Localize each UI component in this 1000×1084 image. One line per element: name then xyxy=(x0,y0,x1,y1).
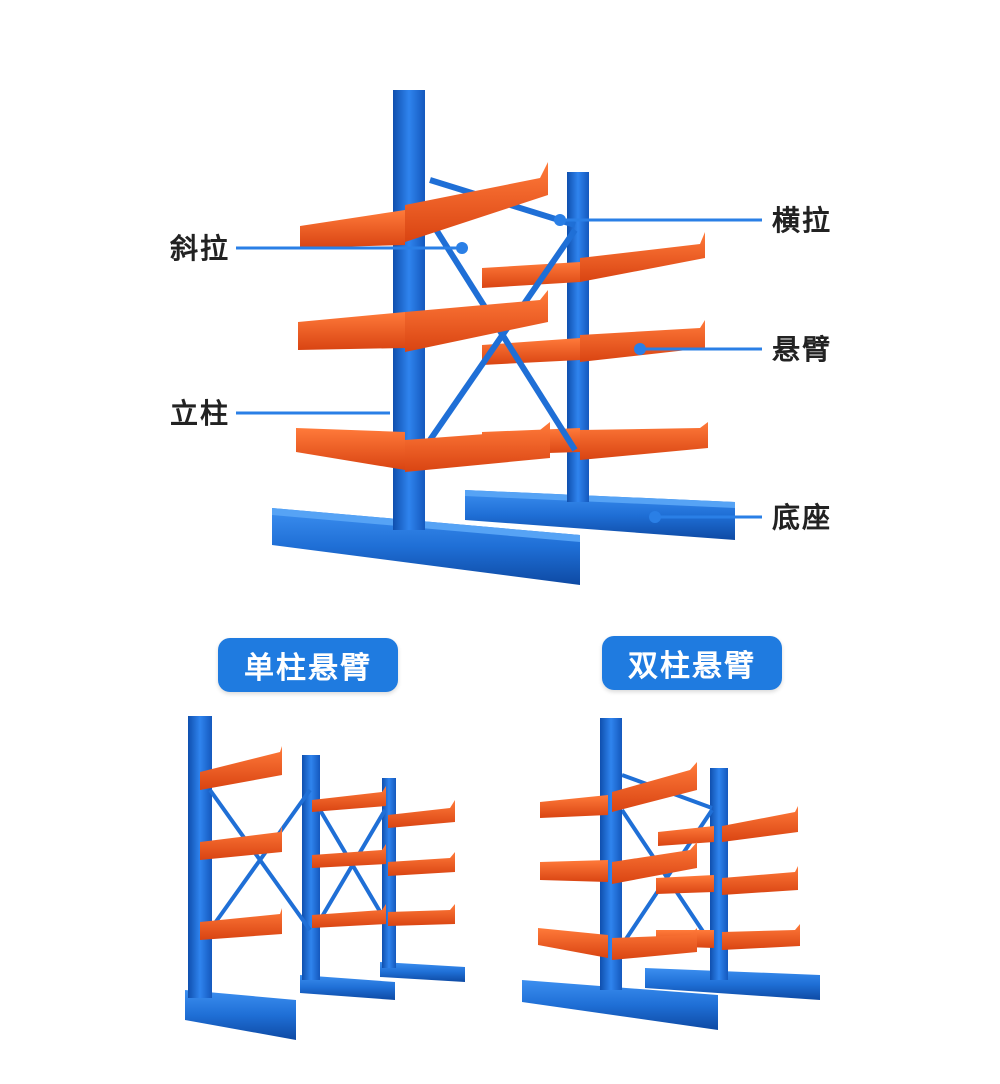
main-double-sided-rack xyxy=(272,90,735,585)
double-sided-badge: 双柱悬臂 xyxy=(602,636,782,690)
leader-lines xyxy=(236,218,762,519)
front-base xyxy=(272,508,580,585)
rear-column xyxy=(567,172,589,502)
rear-arms xyxy=(482,232,708,460)
label-diagonal-brace: 斜拉 xyxy=(170,232,231,265)
label-column: 立柱 xyxy=(170,397,231,430)
label-base: 底座 xyxy=(772,501,833,534)
double-sided-rack-small xyxy=(522,718,820,1030)
front-arms xyxy=(296,162,550,472)
single-sided-badge: 单柱悬臂 xyxy=(218,638,398,692)
label-arm: 悬臂 xyxy=(772,333,833,366)
single-sided-rack xyxy=(185,716,465,1040)
label-horizontal-brace: 横拉 xyxy=(772,204,833,237)
